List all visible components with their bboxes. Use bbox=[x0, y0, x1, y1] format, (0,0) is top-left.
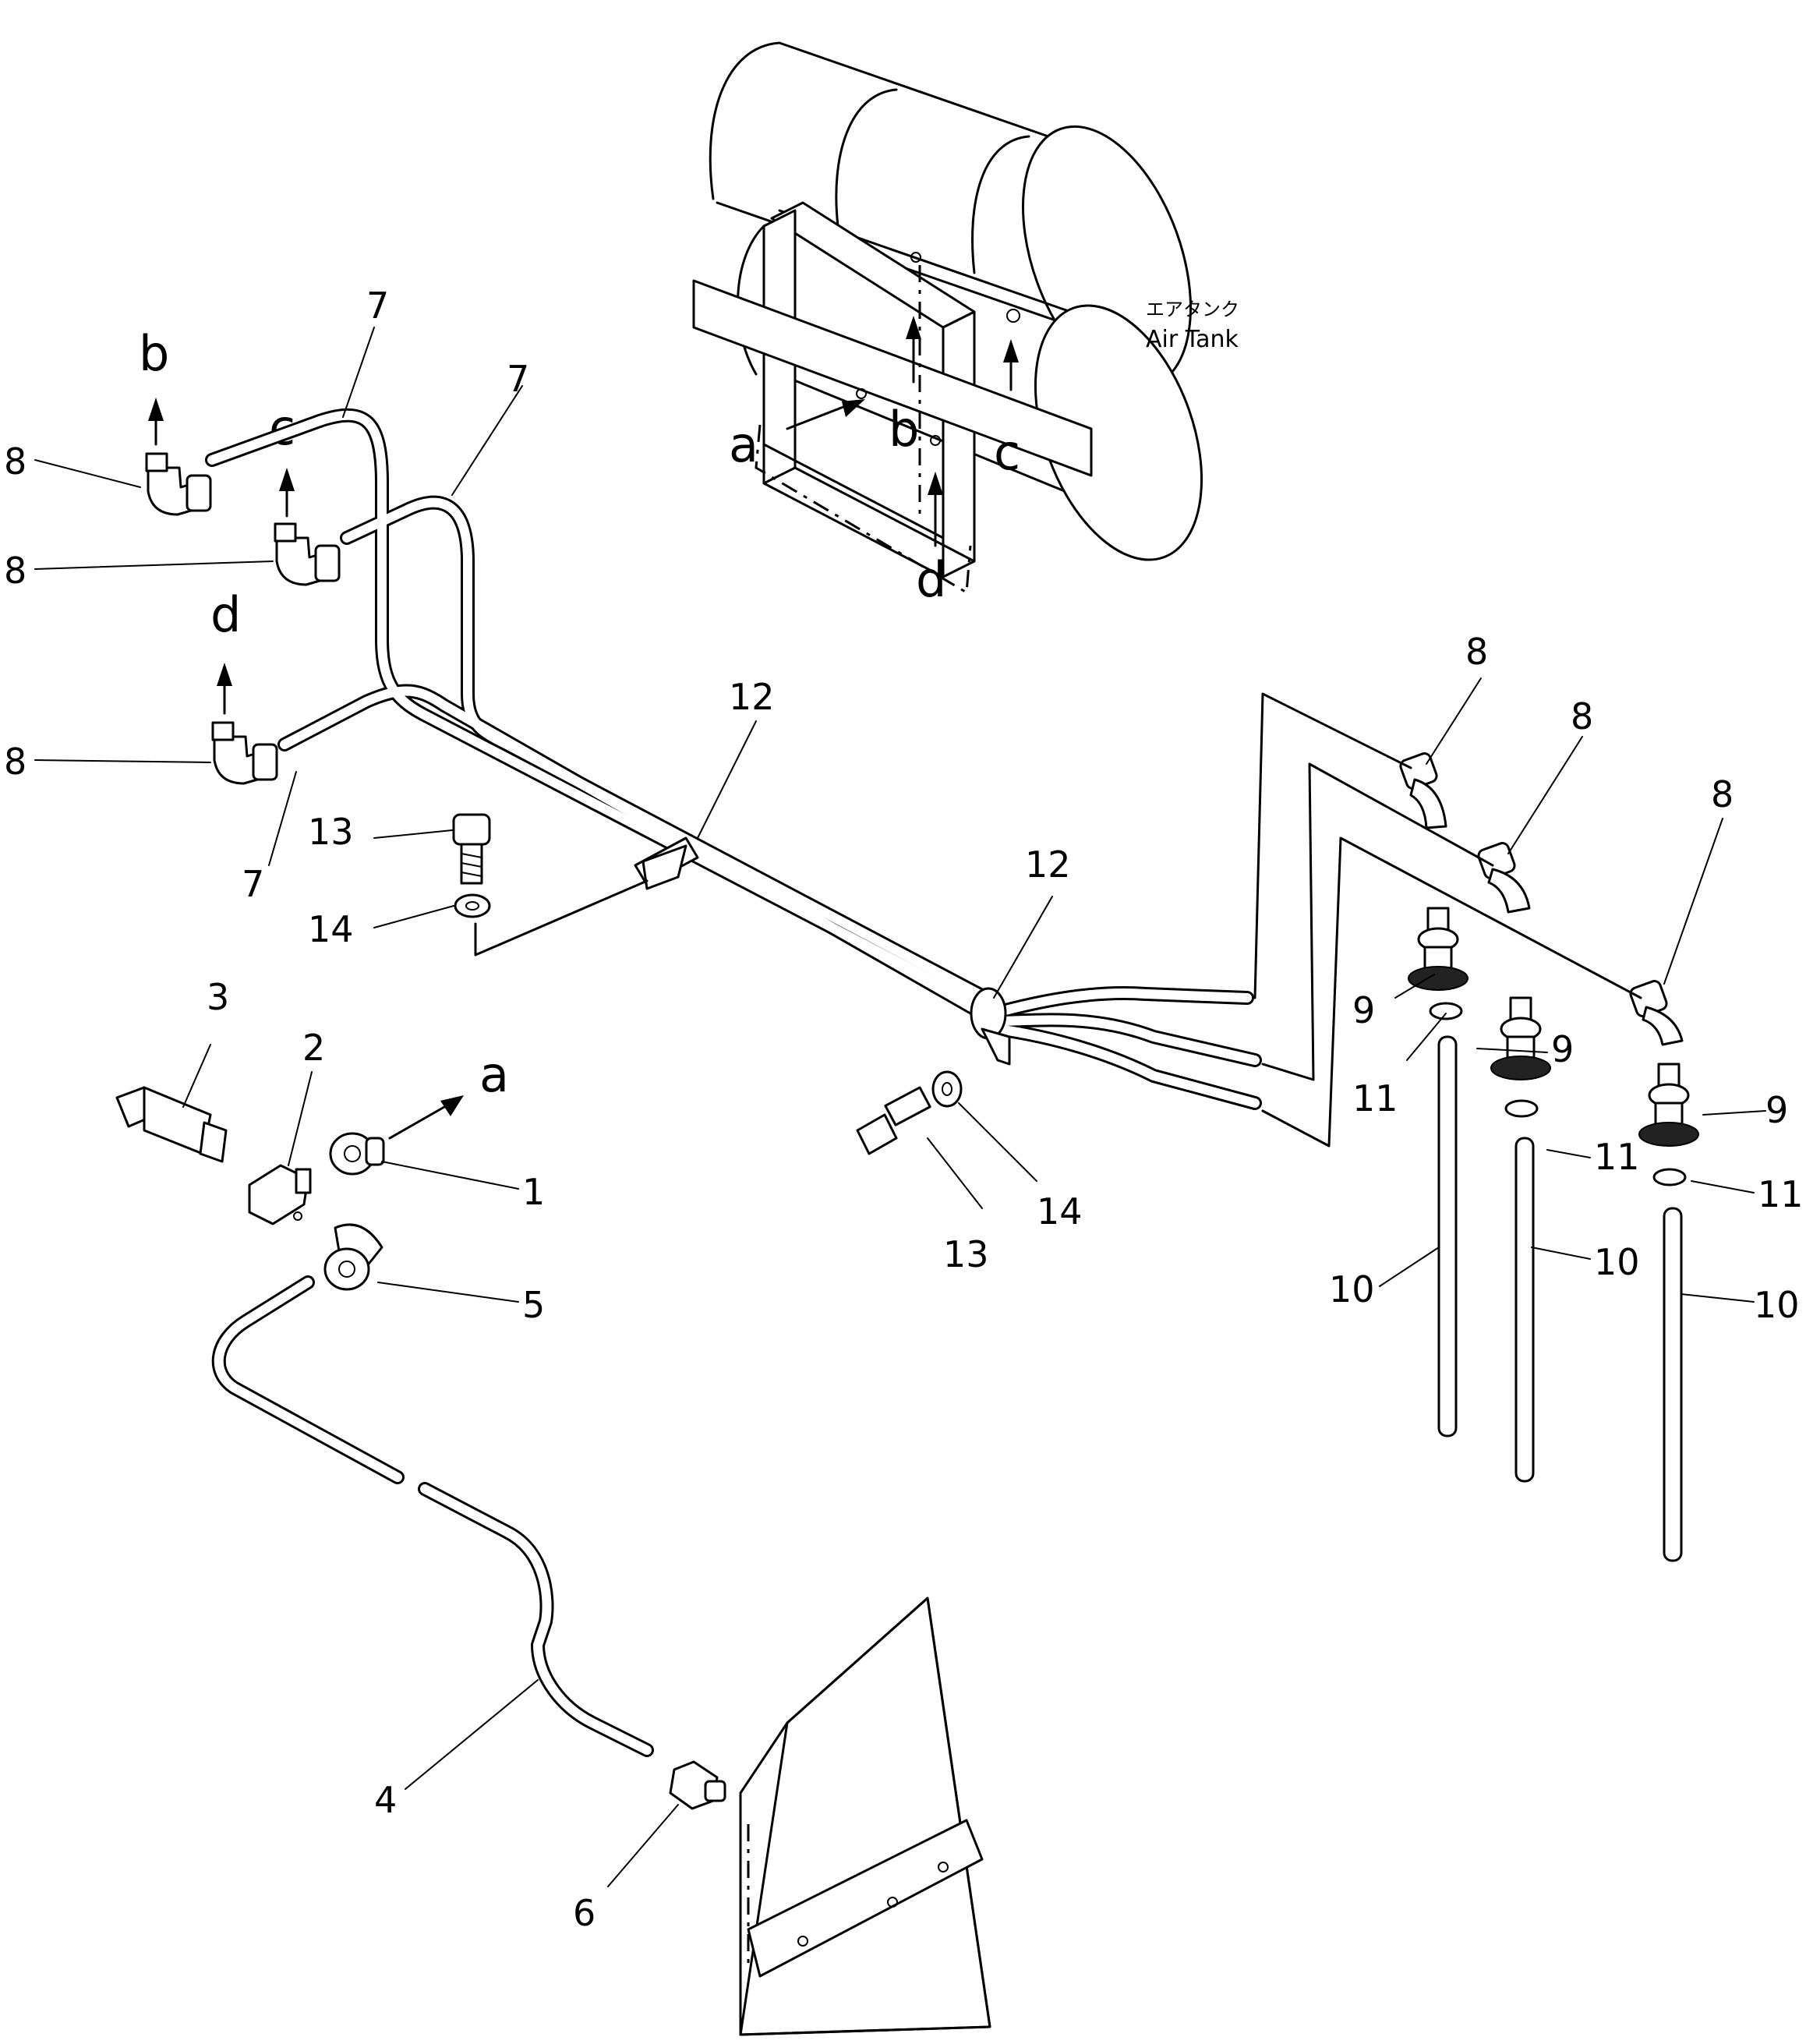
callout-6: 6 bbox=[573, 1892, 596, 1934]
callout-7-low: 7 bbox=[242, 863, 264, 905]
elbow-fitting-c bbox=[274, 468, 341, 586]
air-tank-label-jp: エアタンク bbox=[1146, 299, 1239, 320]
callout-12-lower: 12 bbox=[1025, 843, 1071, 886]
callout-10-2: 10 bbox=[1594, 1241, 1640, 1283]
ref-a-tank: a bbox=[729, 416, 758, 473]
callout-8-b: 8 bbox=[4, 440, 27, 483]
callout-3: 3 bbox=[207, 976, 229, 1018]
pressure-switch bbox=[115, 1086, 228, 1163]
ref-b-elbow: b bbox=[139, 325, 169, 382]
washer-lower bbox=[931, 1070, 963, 1108]
callout-11-3: 11 bbox=[1758, 1173, 1804, 1215]
block-fitting bbox=[248, 1164, 312, 1225]
clamp-lower bbox=[970, 987, 1011, 1066]
bolt-upper bbox=[452, 813, 491, 885]
callout-8-right-2: 8 bbox=[1571, 695, 1593, 737]
callout-9-1: 9 bbox=[1352, 989, 1375, 1031]
ref-c-tank: c bbox=[994, 424, 1020, 481]
callout-7-top: 7 bbox=[366, 285, 389, 327]
ref-b-tank: b bbox=[889, 401, 919, 458]
elbow-fitting-d bbox=[211, 663, 278, 785]
tank-mounting-bracket bbox=[692, 201, 1093, 595]
callout-7-mid: 7 bbox=[507, 358, 529, 400]
elbow-fitting-b bbox=[145, 398, 212, 516]
mounting-panel bbox=[739, 1597, 991, 2036]
drain-valve-3 bbox=[1638, 1063, 1699, 1147]
ref-d-tank: d bbox=[916, 551, 946, 608]
callout-14-lower: 14 bbox=[1037, 1190, 1083, 1232]
callout-5: 5 bbox=[522, 1284, 545, 1326]
elbow-fitting-right-2 bbox=[1477, 842, 1531, 914]
connector-path-2 bbox=[1261, 762, 1494, 1081]
callout-11-1: 11 bbox=[1352, 1077, 1398, 1119]
drain-valve-1 bbox=[1408, 907, 1468, 991]
callout-2: 2 bbox=[302, 1027, 325, 1069]
washer-upper bbox=[454, 893, 491, 918]
callout-13-lower: 13 bbox=[943, 1233, 989, 1275]
drain-tube-2 bbox=[1514, 1137, 1535, 1483]
callout-13-upper: 13 bbox=[308, 811, 354, 853]
callout-8-right-3: 8 bbox=[1711, 773, 1734, 815]
elbow-fitting-5 bbox=[323, 1223, 383, 1291]
hose-clip-3 bbox=[1652, 1168, 1687, 1186]
connector-1 bbox=[329, 1132, 385, 1176]
callout-9-3: 9 bbox=[1765, 1089, 1788, 1131]
hose-clip-1 bbox=[1429, 1002, 1463, 1020]
callout-9-2: 9 bbox=[1551, 1028, 1574, 1070]
ref-a-switch: a bbox=[479, 1046, 509, 1103]
callout-8-d: 8 bbox=[4, 741, 27, 783]
tank-port-arrows bbox=[786, 252, 1020, 547]
callout-11-2: 11 bbox=[1594, 1136, 1640, 1178]
arrow-head-a bbox=[440, 1095, 464, 1116]
clamp-upper bbox=[634, 836, 699, 890]
ref-d-elbow: d bbox=[210, 586, 241, 643]
callout-10-1: 10 bbox=[1329, 1268, 1375, 1310]
connector-path-3 bbox=[1261, 836, 1642, 1148]
callout-8-right-1: 8 bbox=[1465, 631, 1488, 673]
leader-lines bbox=[34, 327, 1766, 1887]
drain-tube-3 bbox=[1663, 1207, 1683, 1562]
bolt-lower bbox=[856, 1086, 931, 1155]
callout-10-3: 10 bbox=[1754, 1284, 1800, 1326]
tube-harness bbox=[205, 408, 1262, 1110]
callout-12-upper: 12 bbox=[729, 676, 775, 718]
callout-1: 1 bbox=[522, 1171, 545, 1213]
drain-valve-2 bbox=[1490, 996, 1551, 1080]
drain-tube-1 bbox=[1437, 1035, 1458, 1438]
connector-path-1 bbox=[1253, 692, 1412, 999]
tube-4 bbox=[211, 1275, 654, 1757]
hose-clip-2 bbox=[1504, 1099, 1539, 1118]
adapter-6 bbox=[669, 1760, 726, 1810]
elbow-fitting-right-3 bbox=[1629, 980, 1684, 1046]
air-tank-label-en: Air Tank bbox=[1146, 326, 1239, 353]
callout-4: 4 bbox=[374, 1779, 397, 1821]
air-tank-lower bbox=[737, 209, 1203, 561]
callout-14-upper: 14 bbox=[308, 908, 354, 950]
callout-8-c: 8 bbox=[4, 550, 27, 592]
air-tank-assembly: a b c d エアタンク Air Tank bbox=[692, 41, 1239, 608]
bolt-leader-upper bbox=[474, 879, 649, 957]
arrow-to-a bbox=[388, 1105, 446, 1140]
